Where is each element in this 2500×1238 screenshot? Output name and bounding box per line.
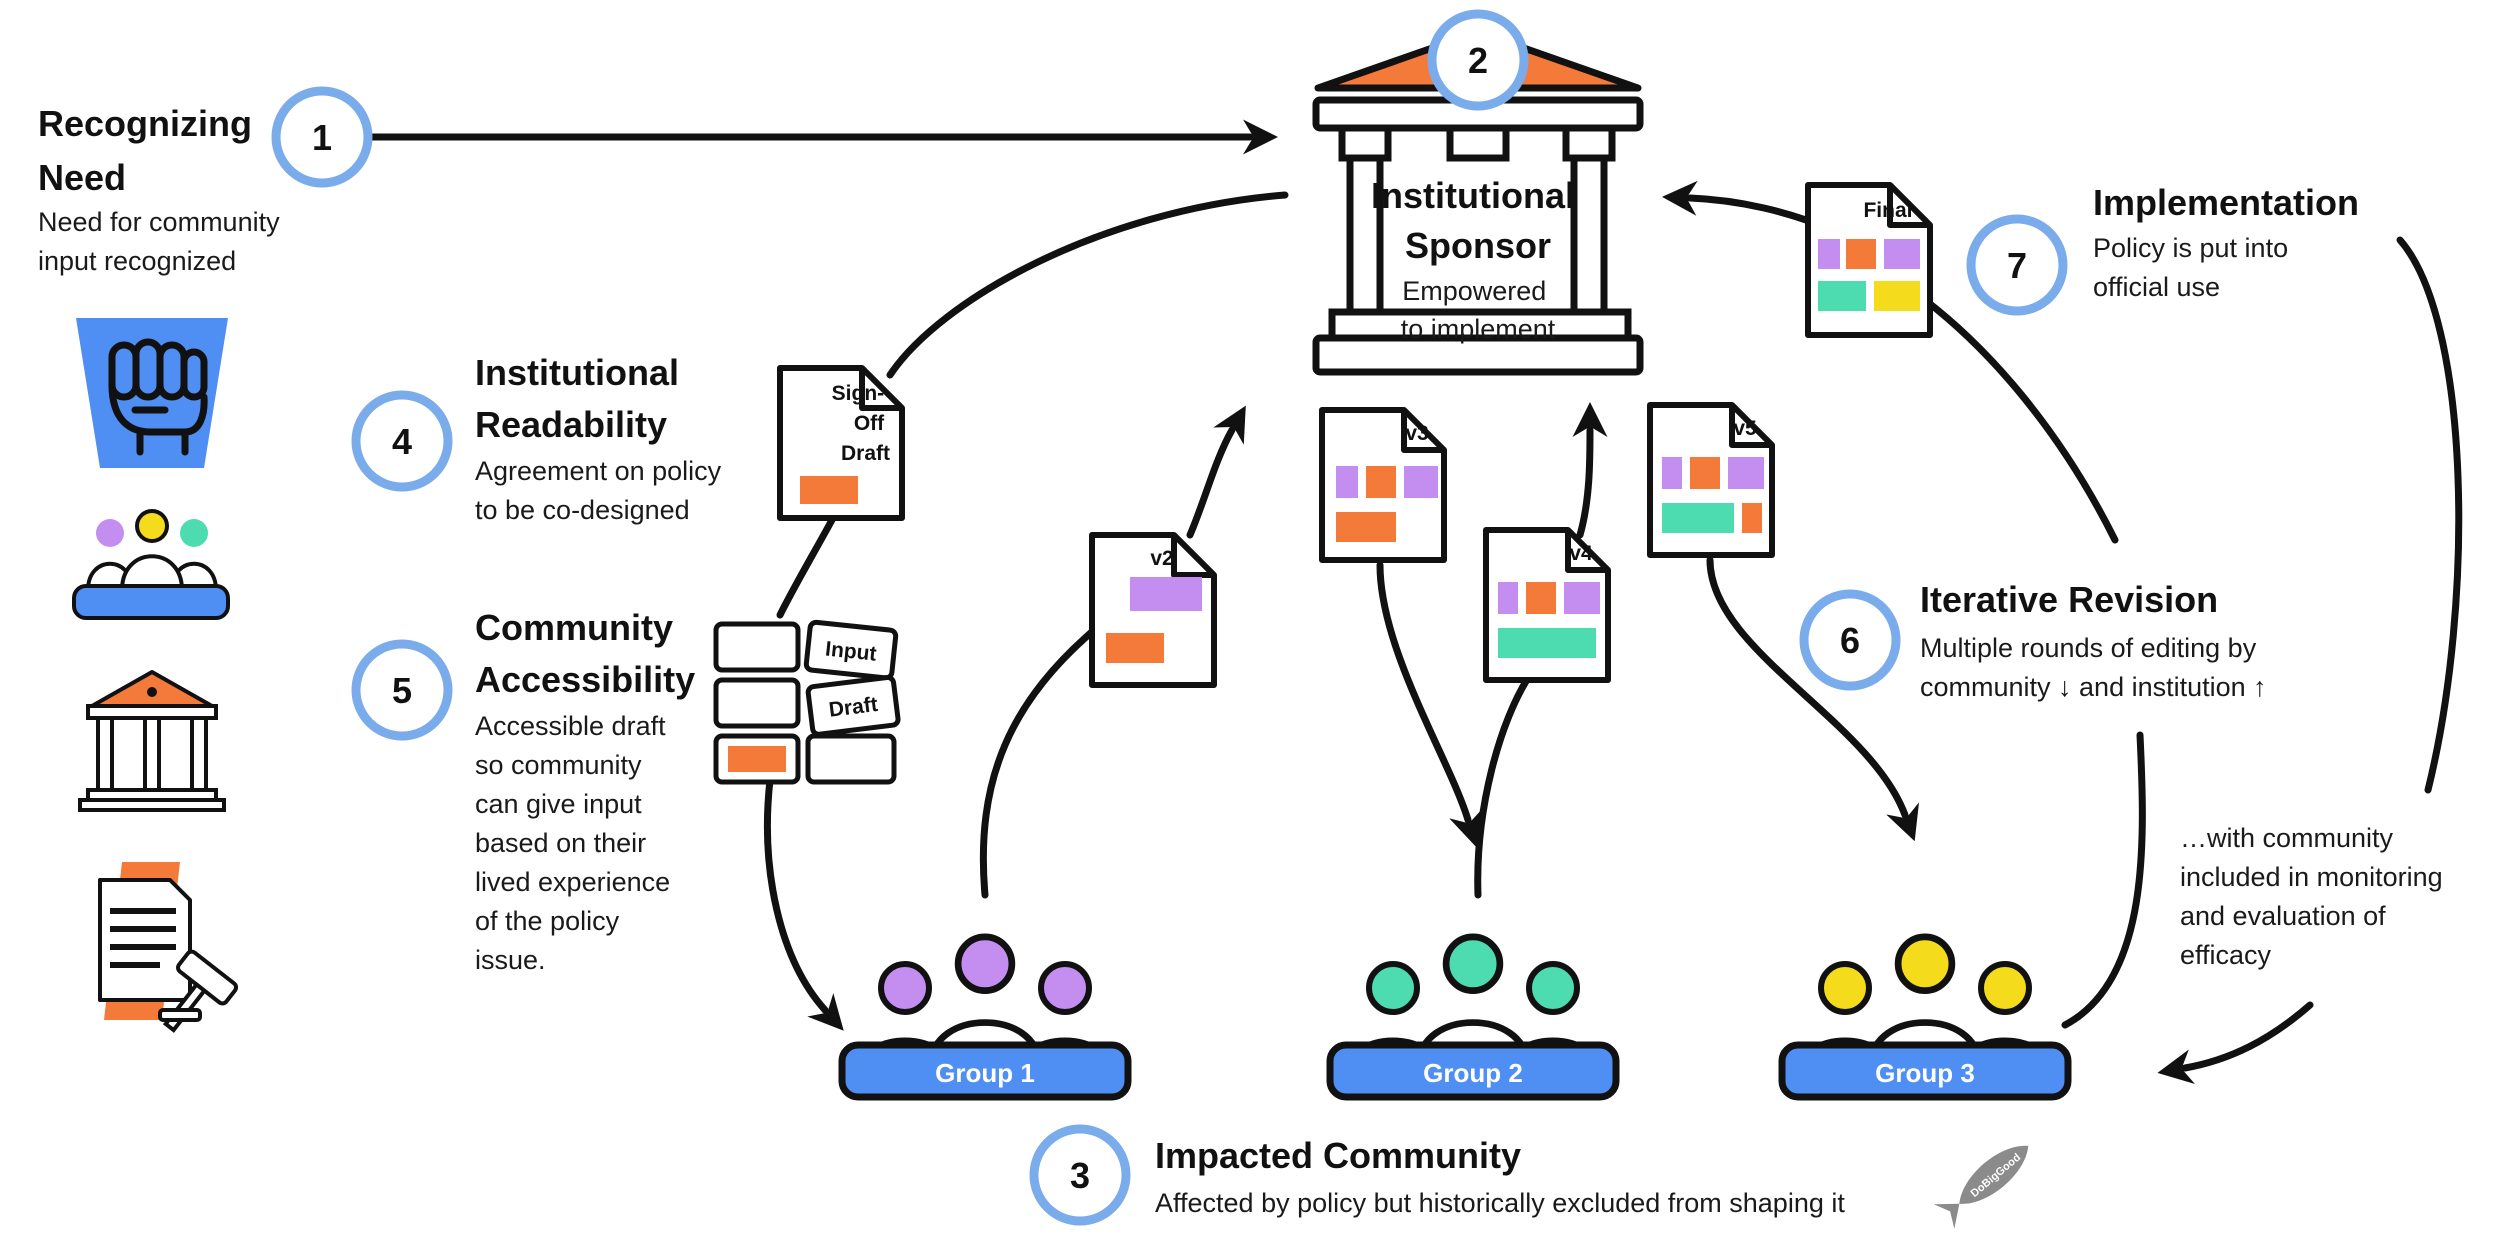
svg-text:4: 4 [392,421,412,462]
signoff-draft-document: Sign- Off Draft [780,368,902,518]
group-1: Group 1 [838,937,1132,1101]
svg-text:5: 5 [392,670,412,711]
svg-text:v3: v3 [1405,422,1428,445]
group-2: Group 2 [1326,937,1620,1101]
svg-text:7: 7 [2007,245,2027,286]
dobiggood-rocket-logo: DoBigGood [1933,1145,2029,1229]
group2-label: Group 2 [1423,1058,1523,1088]
connectors [366,119,2463,1085]
svg-text:Final: Final [1863,199,1912,222]
svg-text:v4: v4 [1569,542,1593,565]
arrow-monitoring-to-group3 [2157,1001,2314,1085]
step4-number-badge: 4 [351,390,453,492]
step3-description: Affected by policy but historically excl… [1155,1188,1845,1218]
step1-number-badge: 1 [271,86,373,188]
input-card-label: Input [824,637,877,665]
step6-description: Multiple rounds of editing by community … [1920,633,2267,702]
step7-title: Implementation [2093,182,2359,223]
step3-title: Impacted Community [1155,1135,1521,1176]
step-implementation: 7 Implementation Policy is put into offi… [1966,182,2359,316]
line-sponsor-to-signoff [886,191,1289,379]
step-impacted-community: 3 Impacted Community Affected by policy … [1029,1124,1845,1226]
svg-text:Sign- Off Draft: Sign- Off Draft [832,382,890,465]
arrow-v3-to-group2 [1376,561,1483,847]
final-document: Final [1808,185,1930,335]
svg-text:v2: v2 [1150,547,1173,570]
people-group-icon [72,509,230,620]
step2-title: Institutional Sponsor [1371,175,1585,266]
step-institutional-readability: 4 Institutional Readability Agreement on… [351,352,729,525]
svg-text:1: 1 [312,117,332,158]
svg-text:2: 2 [1468,40,1488,81]
step6-number-badge: 6 [1799,589,1901,691]
step6-title: Iterative Revision [1920,579,2218,620]
step5-number-badge: 5 [351,639,453,741]
arrow-cards-to-group1 [764,776,844,1031]
svg-text:3: 3 [1070,1155,1090,1196]
step5-title: Community Accessibility [475,607,695,700]
v3-document: v3 [1322,410,1444,560]
arrow-v2-to-sponsor [1186,405,1246,539]
group-3: Group 3 [1778,937,2072,1101]
institutional-sponsor-building: 2 Institutional Sponsor Empowered to imp… [1312,9,1644,376]
input-draft-cards: Input Draft [713,619,901,785]
policy-document-gavel-icon [98,862,239,1033]
step2-description: Empowered to implement [1401,276,1556,344]
v5-document: v5 [1650,405,1772,555]
arrow-v5-to-group3 [1706,556,1919,842]
line-group2-to-v4 [1474,671,1534,899]
step7-number-badge: 7 [1966,214,2068,316]
step4-title: Institutional Readability [475,352,689,445]
step-iterative-revision: 6 Iterative Revision Multiple rounds of … [1799,579,2267,702]
arrow-v4-to-sponsor [1572,402,1608,539]
step3-number-badge: 3 [1029,1124,1131,1226]
raised-fist-icon [76,318,228,468]
line-group3-to-final [2061,731,2146,1029]
v2-document: v2 [1092,535,1214,685]
line-revision-to-final [1921,296,2119,544]
step2-number-badge: 2 [1427,9,1529,111]
line-signoff-to-cards [776,516,836,619]
step1-description: Need for community input recognized [38,207,287,276]
step-community-accessibility: 5 Community Accessibility Accessible dra… [351,607,695,975]
line-implementation-loop [2396,236,2463,794]
institution-building-icon [78,670,226,812]
arrow-group1-to-v2 [979,621,1104,899]
step4-description: Agreement on policy to be co-designed [475,456,729,525]
step-recognizing-need: Recognizing Need Need for community inpu… [38,86,373,276]
step1-title: Recognizing Need [38,103,262,198]
group1-label: Group 1 [935,1058,1035,1088]
svg-text:v5: v5 [1733,417,1757,440]
monitoring-note: …with community included in monitoring a… [2180,823,2450,970]
v4-document: v4 [1486,530,1608,680]
svg-text:6: 6 [1840,620,1860,661]
step7-description: Policy is put into official use [2093,233,2296,302]
group3-label: Group 3 [1875,1058,1975,1088]
step5-description: Accessible draft so community can give i… [475,711,678,975]
